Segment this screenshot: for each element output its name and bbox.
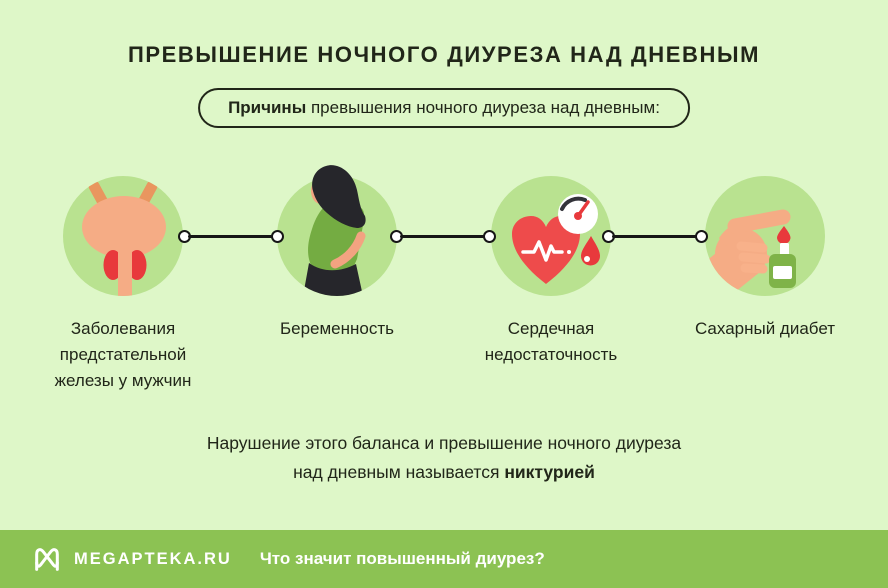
pregnant-woman-icon xyxy=(277,165,397,296)
heart-failure-icon xyxy=(491,176,611,296)
blood-sugar-test-icon xyxy=(705,176,825,296)
reasons-pill-bold: Причины xyxy=(228,98,307,117)
connector-line xyxy=(602,230,708,243)
connector-line xyxy=(390,230,496,243)
cause-label-diabetes: Сахарный диабет xyxy=(694,319,836,338)
cause-item-prostate xyxy=(63,176,183,296)
connector-ring-icon xyxy=(483,230,496,243)
cause-label-prostate: Заболевания предстательной железы у мужч… xyxy=(54,319,192,390)
connector-ring-icon xyxy=(271,230,284,243)
prostate-bladder-icon xyxy=(63,176,183,296)
page-title: ПРЕВЫШЕНИЕ НОЧНОГО ДИУРЕЗА НАД ДНЕВНЫМ xyxy=(127,42,761,67)
cause-item-pregnancy xyxy=(277,165,397,296)
connector-bar xyxy=(188,235,274,238)
footer-brand: MEGAPTEKA.RU xyxy=(74,549,232,568)
connector-ring-icon xyxy=(695,230,708,243)
connector-bar xyxy=(400,235,486,238)
megapteka-logo-icon xyxy=(32,544,62,574)
connector-line xyxy=(178,230,284,243)
conclusion-line1: Нарушение этого баланса и превышение ноч… xyxy=(206,433,682,453)
cause-label-heart-failure: Сердечная недостаточность xyxy=(484,319,618,364)
footer-question: Что значит повышенный диурез? xyxy=(259,549,545,568)
conclusion-text: Нарушение этого баланса и превышение ноч… xyxy=(0,429,888,487)
conclusion-term: никтурией xyxy=(504,462,595,482)
conclusion-line2: над дневным называется никтурией xyxy=(293,462,595,482)
reasons-pill: Причины превышения ночного диуреза над д… xyxy=(198,88,690,128)
cause-label-pregnancy: Беременность xyxy=(279,319,395,338)
reasons-pill-rest: превышения ночного диуреза над дневным: xyxy=(306,98,660,117)
footer-bar: MEGAPTEKA.RU Что значит повышенный диуре… xyxy=(0,530,888,588)
connector-bar xyxy=(612,235,698,238)
cause-item-heart-failure xyxy=(491,176,611,296)
cause-item-diabetes xyxy=(705,176,825,296)
